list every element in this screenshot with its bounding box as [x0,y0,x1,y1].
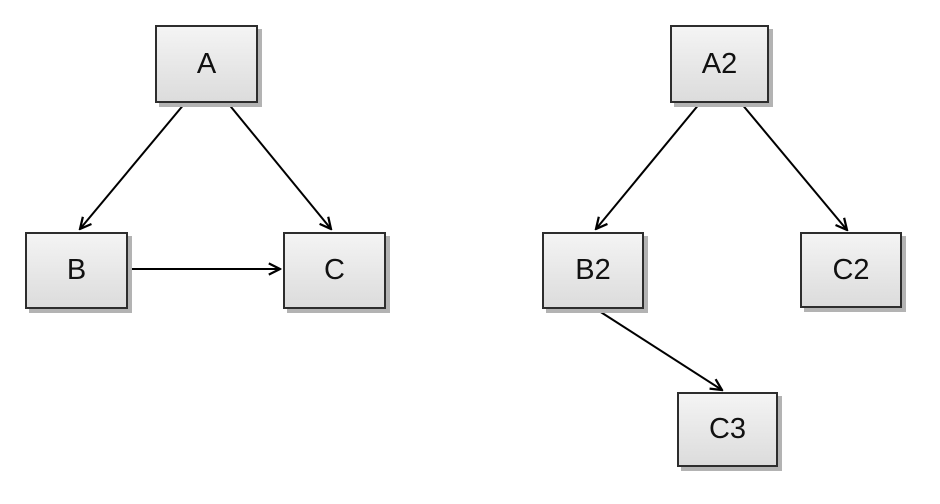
node-A-label: A [196,47,217,80]
edge-A2-B2 [596,102,701,229]
edge-A2-C2 [740,102,847,230]
node-A2-label: A2 [701,47,738,80]
edge-B2-C3 [595,308,722,390]
node-A2: A2 [670,25,769,103]
node-B2: B2 [542,232,644,309]
node-C3: C3 [677,392,778,467]
edge-A-B [80,102,186,229]
node-C3-label: C3 [708,413,747,445]
node-A: A [155,25,258,103]
node-C-label: C [324,254,345,286]
node-C2-label: C2 [832,253,870,286]
node-B2-label: B2 [575,254,611,286]
node-C: C [283,232,386,309]
edge-A-C [226,101,331,229]
node-B-label: B [66,254,87,286]
node-B: B [25,232,128,309]
node-C2: C2 [800,232,902,308]
